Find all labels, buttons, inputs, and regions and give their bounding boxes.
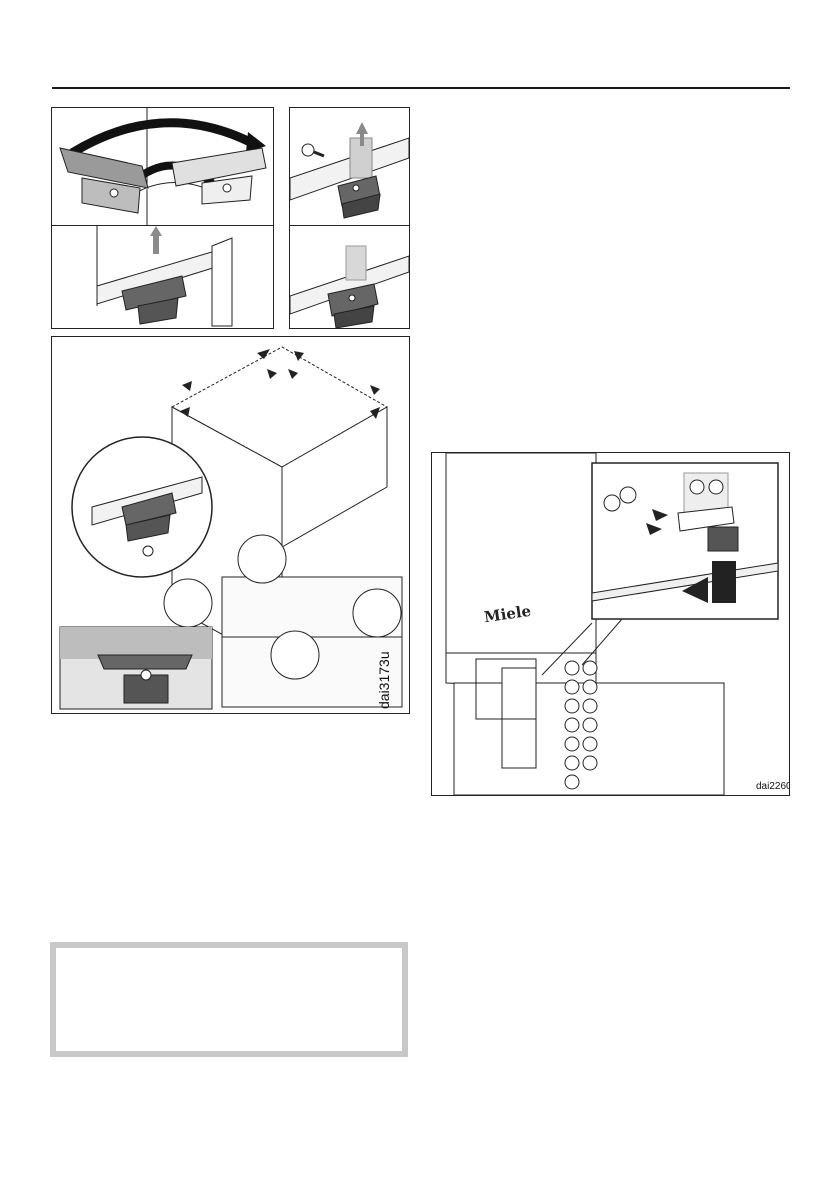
illustration-push-bracket-up (51, 225, 274, 329)
screw-bracket-drawing (290, 108, 409, 226)
figure-code-right: dai2260 (756, 781, 790, 792)
push-bracket-drawing (52, 226, 273, 328)
rotate-bracket-drawing (52, 108, 273, 226)
illustration-bracket-mounted (289, 225, 410, 329)
illustration-rotate-bracket (51, 107, 274, 227)
figure-code-left: dai3173u (376, 651, 392, 709)
header-rule (52, 87, 790, 89)
illustration-screw-bracket (289, 107, 410, 227)
illustration-niche-overview: dai3173u (51, 336, 410, 714)
note-box (50, 942, 408, 1057)
niche-overview-drawing (52, 337, 409, 713)
illustration-niche-screw-fixing: Miele dai2260 (431, 452, 790, 796)
bracket-mounted-drawing (290, 226, 409, 328)
